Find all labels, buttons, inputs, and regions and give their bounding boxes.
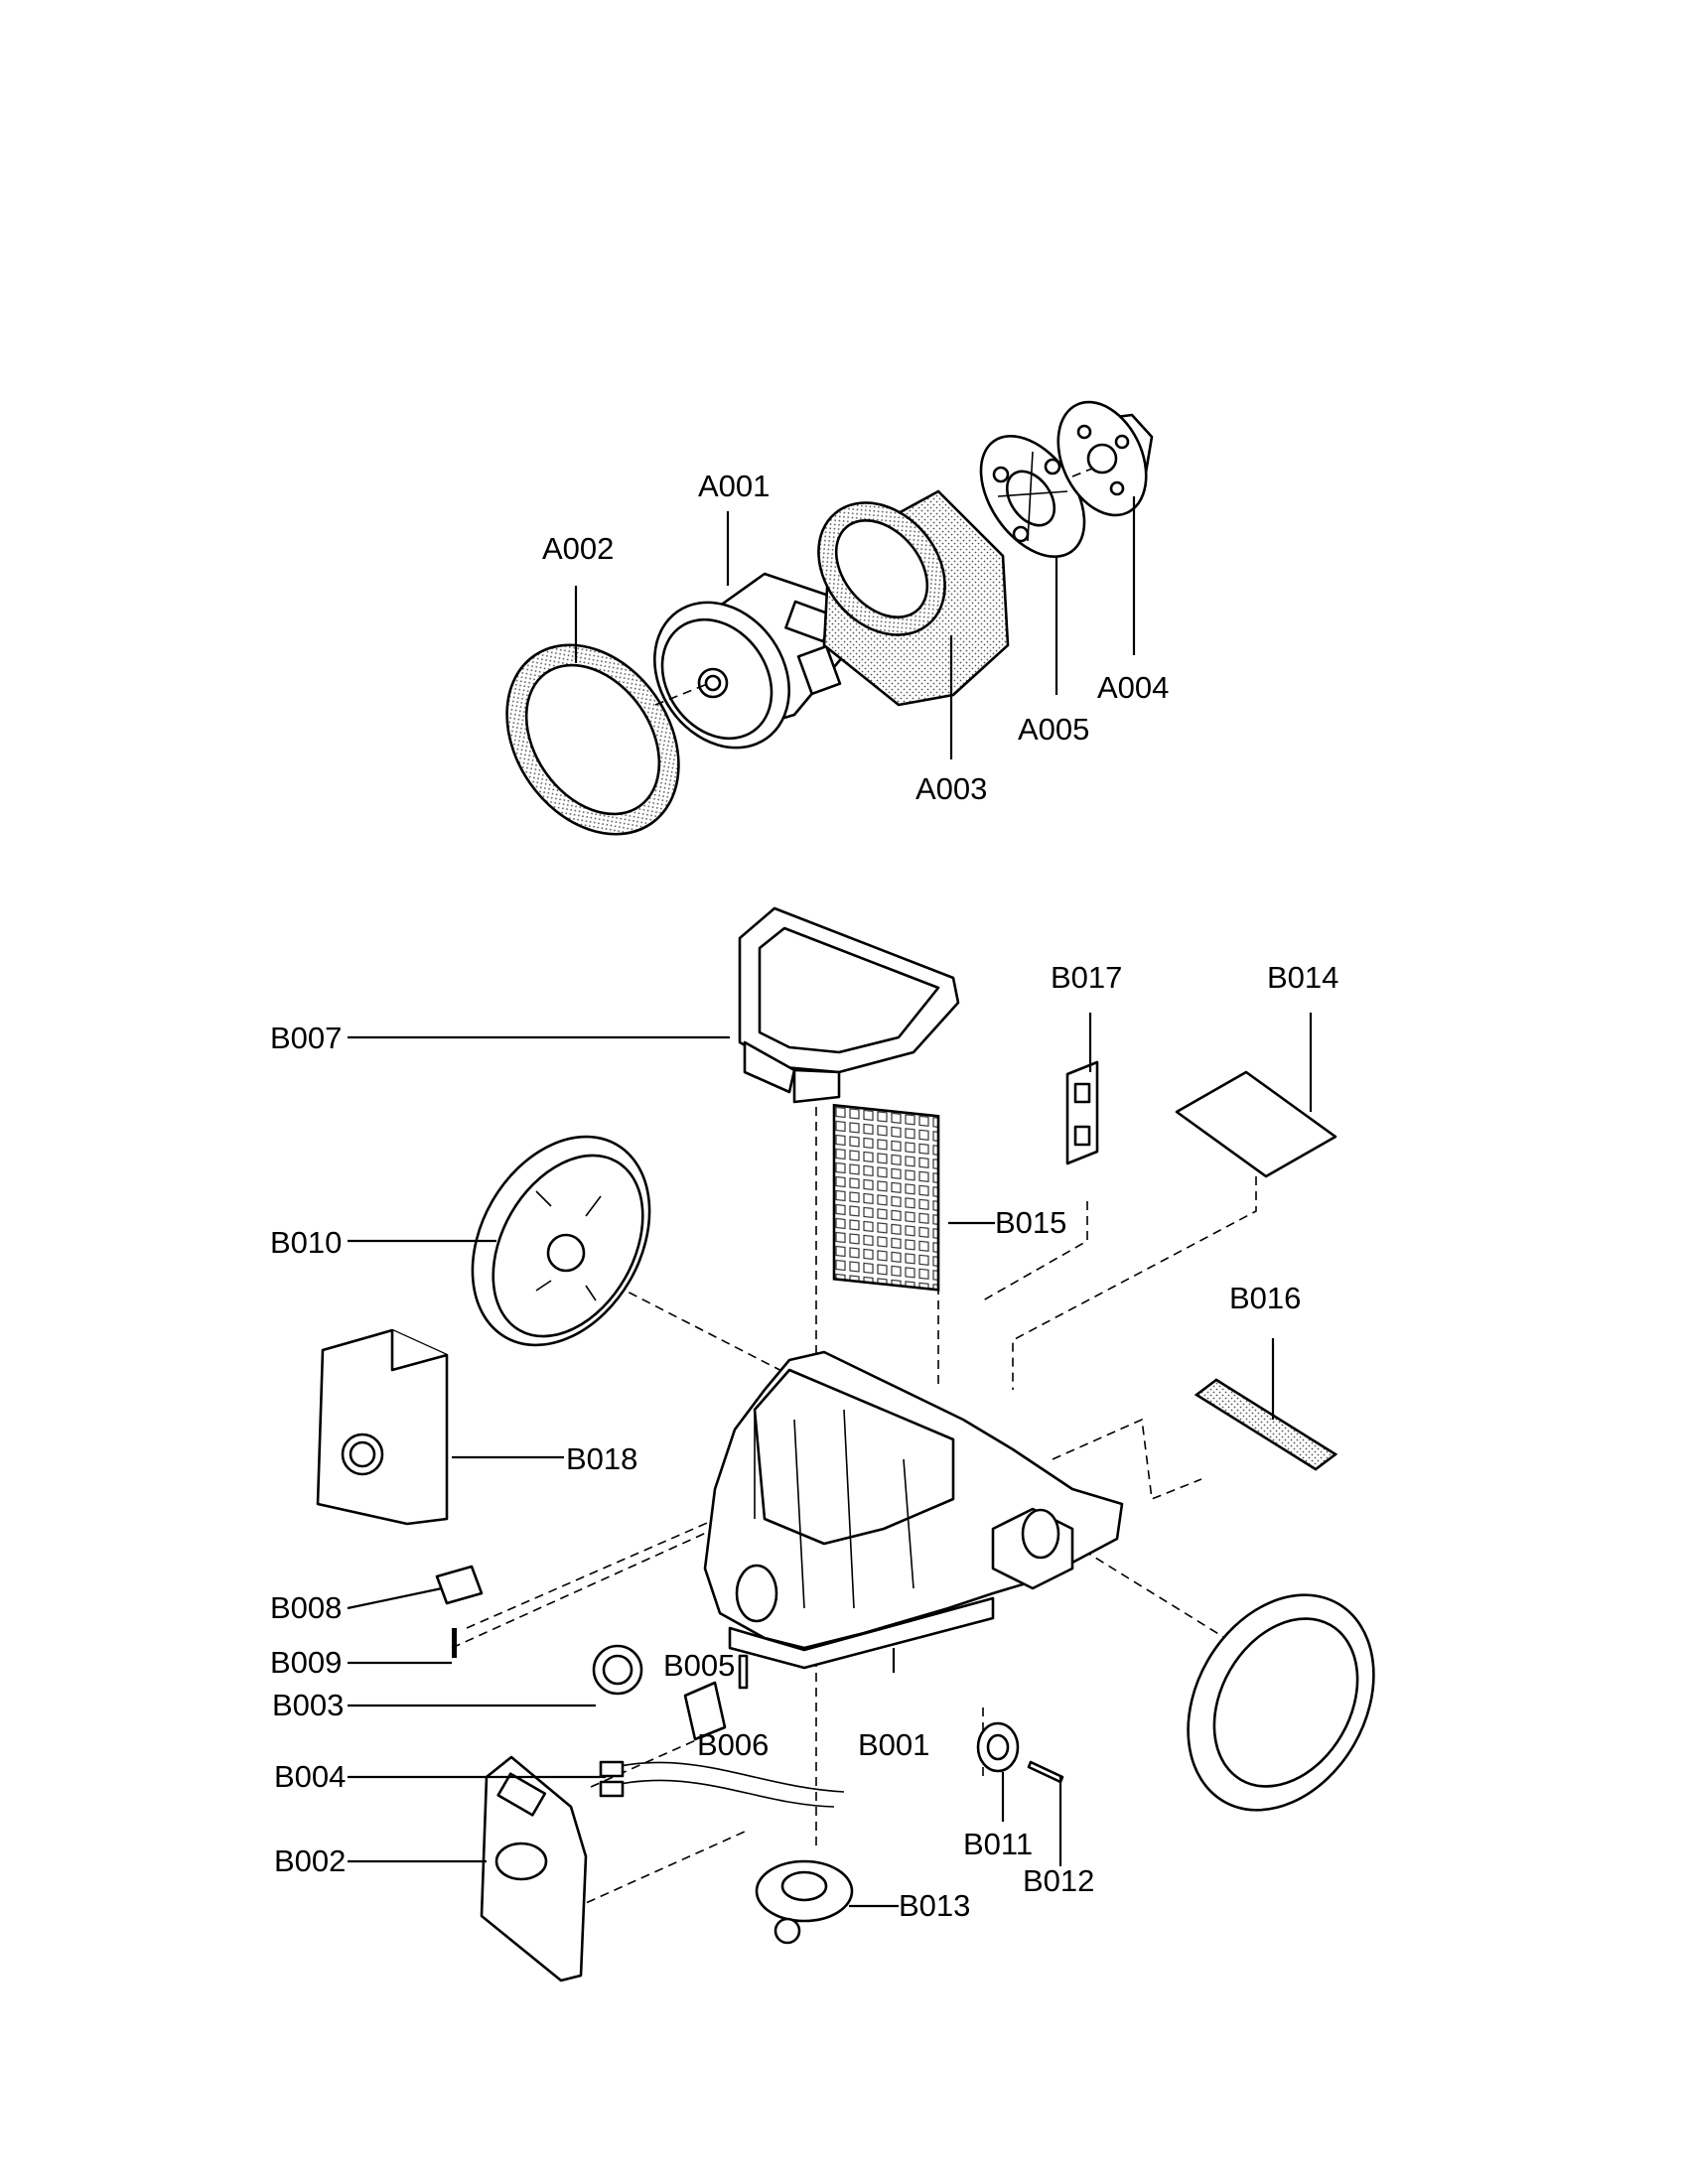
part-b006-switch-bracket [683, 1681, 727, 1741]
label-a004: A004 [1097, 670, 1169, 705]
part-b005-switch-spring [738, 1654, 749, 1690]
label-b001: B001 [858, 1727, 929, 1762]
label-a003: A003 [915, 771, 987, 806]
part-b002-front-cover [480, 1755, 588, 1982]
label-b014: B014 [1267, 960, 1338, 995]
part-a003-exhaust-filter [817, 489, 1010, 707]
label-b017: B017 [1051, 960, 1122, 995]
part-b017-switch-board [1065, 1060, 1099, 1165]
part-b012-axle [1027, 1760, 1064, 1784]
label-b012: B012 [1023, 1863, 1094, 1898]
part-b007-bag-holder [738, 906, 960, 1104]
part-right-wheel [1187, 1593, 1375, 1812]
label-b009: B009 [270, 1645, 342, 1680]
body-assembly-group [316, 906, 1375, 1982]
part-labels: A002 A001 A003 A005 A004 B007 B017 B014 … [270, 469, 1338, 1923]
part-a005-filter-holder [979, 435, 1086, 558]
label-b008: B008 [270, 1590, 342, 1625]
leader-lines [347, 496, 1313, 1908]
label-a002: A002 [542, 531, 614, 566]
label-b006: B006 [697, 1727, 769, 1762]
label-b004: B004 [274, 1759, 346, 1794]
part-a004-cover-plate [1056, 400, 1154, 517]
part-b008-latch [435, 1565, 484, 1605]
label-a001: A001 [698, 469, 770, 503]
label-b011: B011 [963, 1827, 1033, 1861]
part-b015-motor-filter-grid [832, 1103, 940, 1292]
part-b014-filter-plate [1175, 1070, 1337, 1178]
label-b005: B005 [663, 1648, 735, 1683]
part-b001-main-body [703, 1350, 1124, 1670]
label-b002: B002 [274, 1843, 346, 1878]
label-b018: B018 [566, 1441, 637, 1476]
part-b013-front-caster [755, 1859, 854, 1945]
part-b011-roller [976, 1721, 1020, 1773]
label-b016: B016 [1229, 1281, 1301, 1315]
part-a002-motor-gasket [505, 643, 680, 836]
label-a005: A005 [1018, 712, 1089, 747]
part-b003-cord-button [592, 1644, 643, 1696]
part-b009-pin [452, 1628, 457, 1658]
part-b018-dust-bag-frame [316, 1328, 449, 1526]
motor-assembly-group [505, 400, 1154, 836]
label-b007: B007 [270, 1021, 342, 1055]
part-b010-left-wheel [471, 1135, 651, 1347]
label-b003: B003 [272, 1688, 344, 1722]
label-b013: B013 [899, 1888, 970, 1923]
label-b015: B015 [995, 1205, 1066, 1240]
part-b016-exhaust-mesh-filter [1194, 1378, 1338, 1471]
part-b004-power-cord [599, 1760, 845, 1808]
label-b010: B010 [270, 1225, 342, 1260]
